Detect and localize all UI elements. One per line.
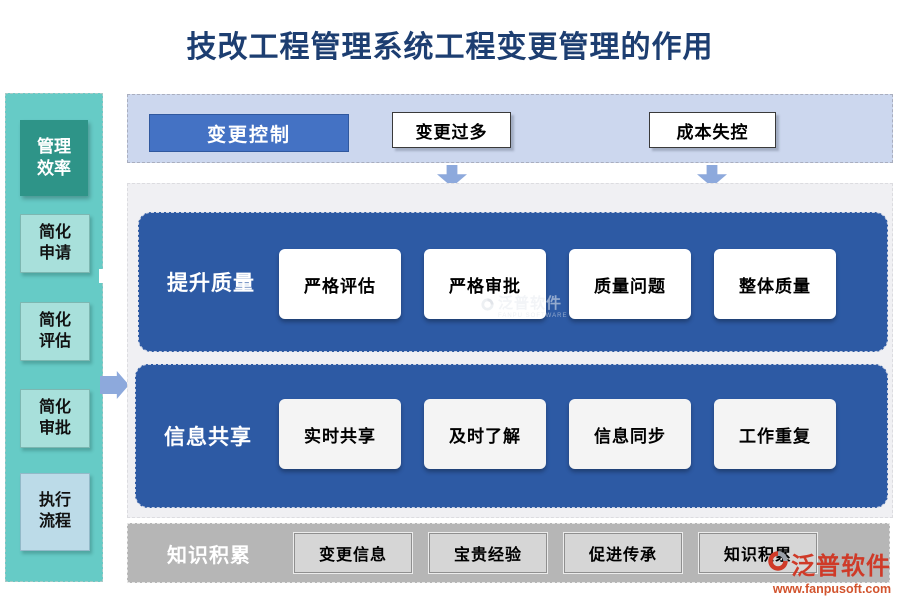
brand-name: 泛普软件 (791, 553, 891, 580)
sidebar-item-simplify-approval: 简化审批 (20, 389, 90, 448)
knowledge-cell-change-info: 变更信息 (294, 533, 412, 573)
quality-cell-quality-issues: 质量问题 (569, 249, 691, 319)
section-improve-quality: 提升质量 严格评估 严格审批 质量问题 整体质量 (138, 212, 888, 352)
knowledge-cell-promote-inheritance: 促进传承 (564, 533, 682, 573)
sharing-cell-duplicated-work: 工作重复 (714, 399, 836, 469)
change-control-panel: 变更控制 变更过多 成本失控 (127, 94, 893, 163)
sharing-cell-timely-awareness: 及时了解 (424, 399, 546, 469)
issue-box-cost-overrun: 成本失控 (649, 112, 776, 148)
center-watermark: 泛普软件 FANPU SOFTWARE (480, 296, 567, 319)
sidebar-item-execute-process: 执行流程 (20, 473, 90, 551)
section-label: 信息共享 (164, 426, 252, 449)
sidebar-item-simplify-application: 简化申请 (20, 214, 90, 273)
watermark-caption: FANPU SOFTWARE (498, 313, 568, 319)
sharing-cell-info-sync: 信息同步 (569, 399, 691, 469)
quality-cell-strict-evaluation: 严格评估 (279, 249, 401, 319)
watermark-swirl-icon (480, 296, 495, 318)
brand-url: www.fanpusoft.com (772, 582, 892, 596)
blue-right-arrow-icon (100, 371, 129, 399)
fanpu-swirl-icon (766, 547, 790, 580)
section-label: 知识积累 (167, 544, 251, 567)
section-info-sharing: 信息共享 实时共享 及时了解 信息同步 工作重复 (135, 364, 888, 508)
section-knowledge-accumulation: 知识积累 变更信息 宝贵经验 促进传承 知识积累 (127, 523, 890, 583)
knowledge-cell-knowledge-accumulation: 知识积累 (699, 533, 817, 573)
sharing-cell-realtime-sharing: 实时共享 (279, 399, 401, 469)
section-label: 提升质量 (167, 272, 255, 295)
page-title: 技改工程管理系统工程变更管理的作用 (186, 31, 714, 64)
change-control-button: 变更控制 (149, 114, 349, 152)
issue-box-too-many-changes: 变更过多 (392, 112, 511, 148)
white-right-arrow-icon (99, 265, 130, 287)
fanpu-brand: 泛普软件 www.fanpusoft.com (766, 546, 898, 596)
knowledge-cell-valuable-experience: 宝贵经验 (429, 533, 547, 573)
sidebar-header: 管理效率 (20, 120, 88, 196)
sidebar: 管理效率 简化申请 简化评估 简化审批 执行流程 (5, 93, 103, 582)
quality-cell-overall-quality: 整体质量 (714, 249, 836, 319)
sidebar-item-simplify-evaluation: 简化评估 (20, 302, 90, 361)
watermark-brand: 泛普软件 (498, 295, 563, 312)
